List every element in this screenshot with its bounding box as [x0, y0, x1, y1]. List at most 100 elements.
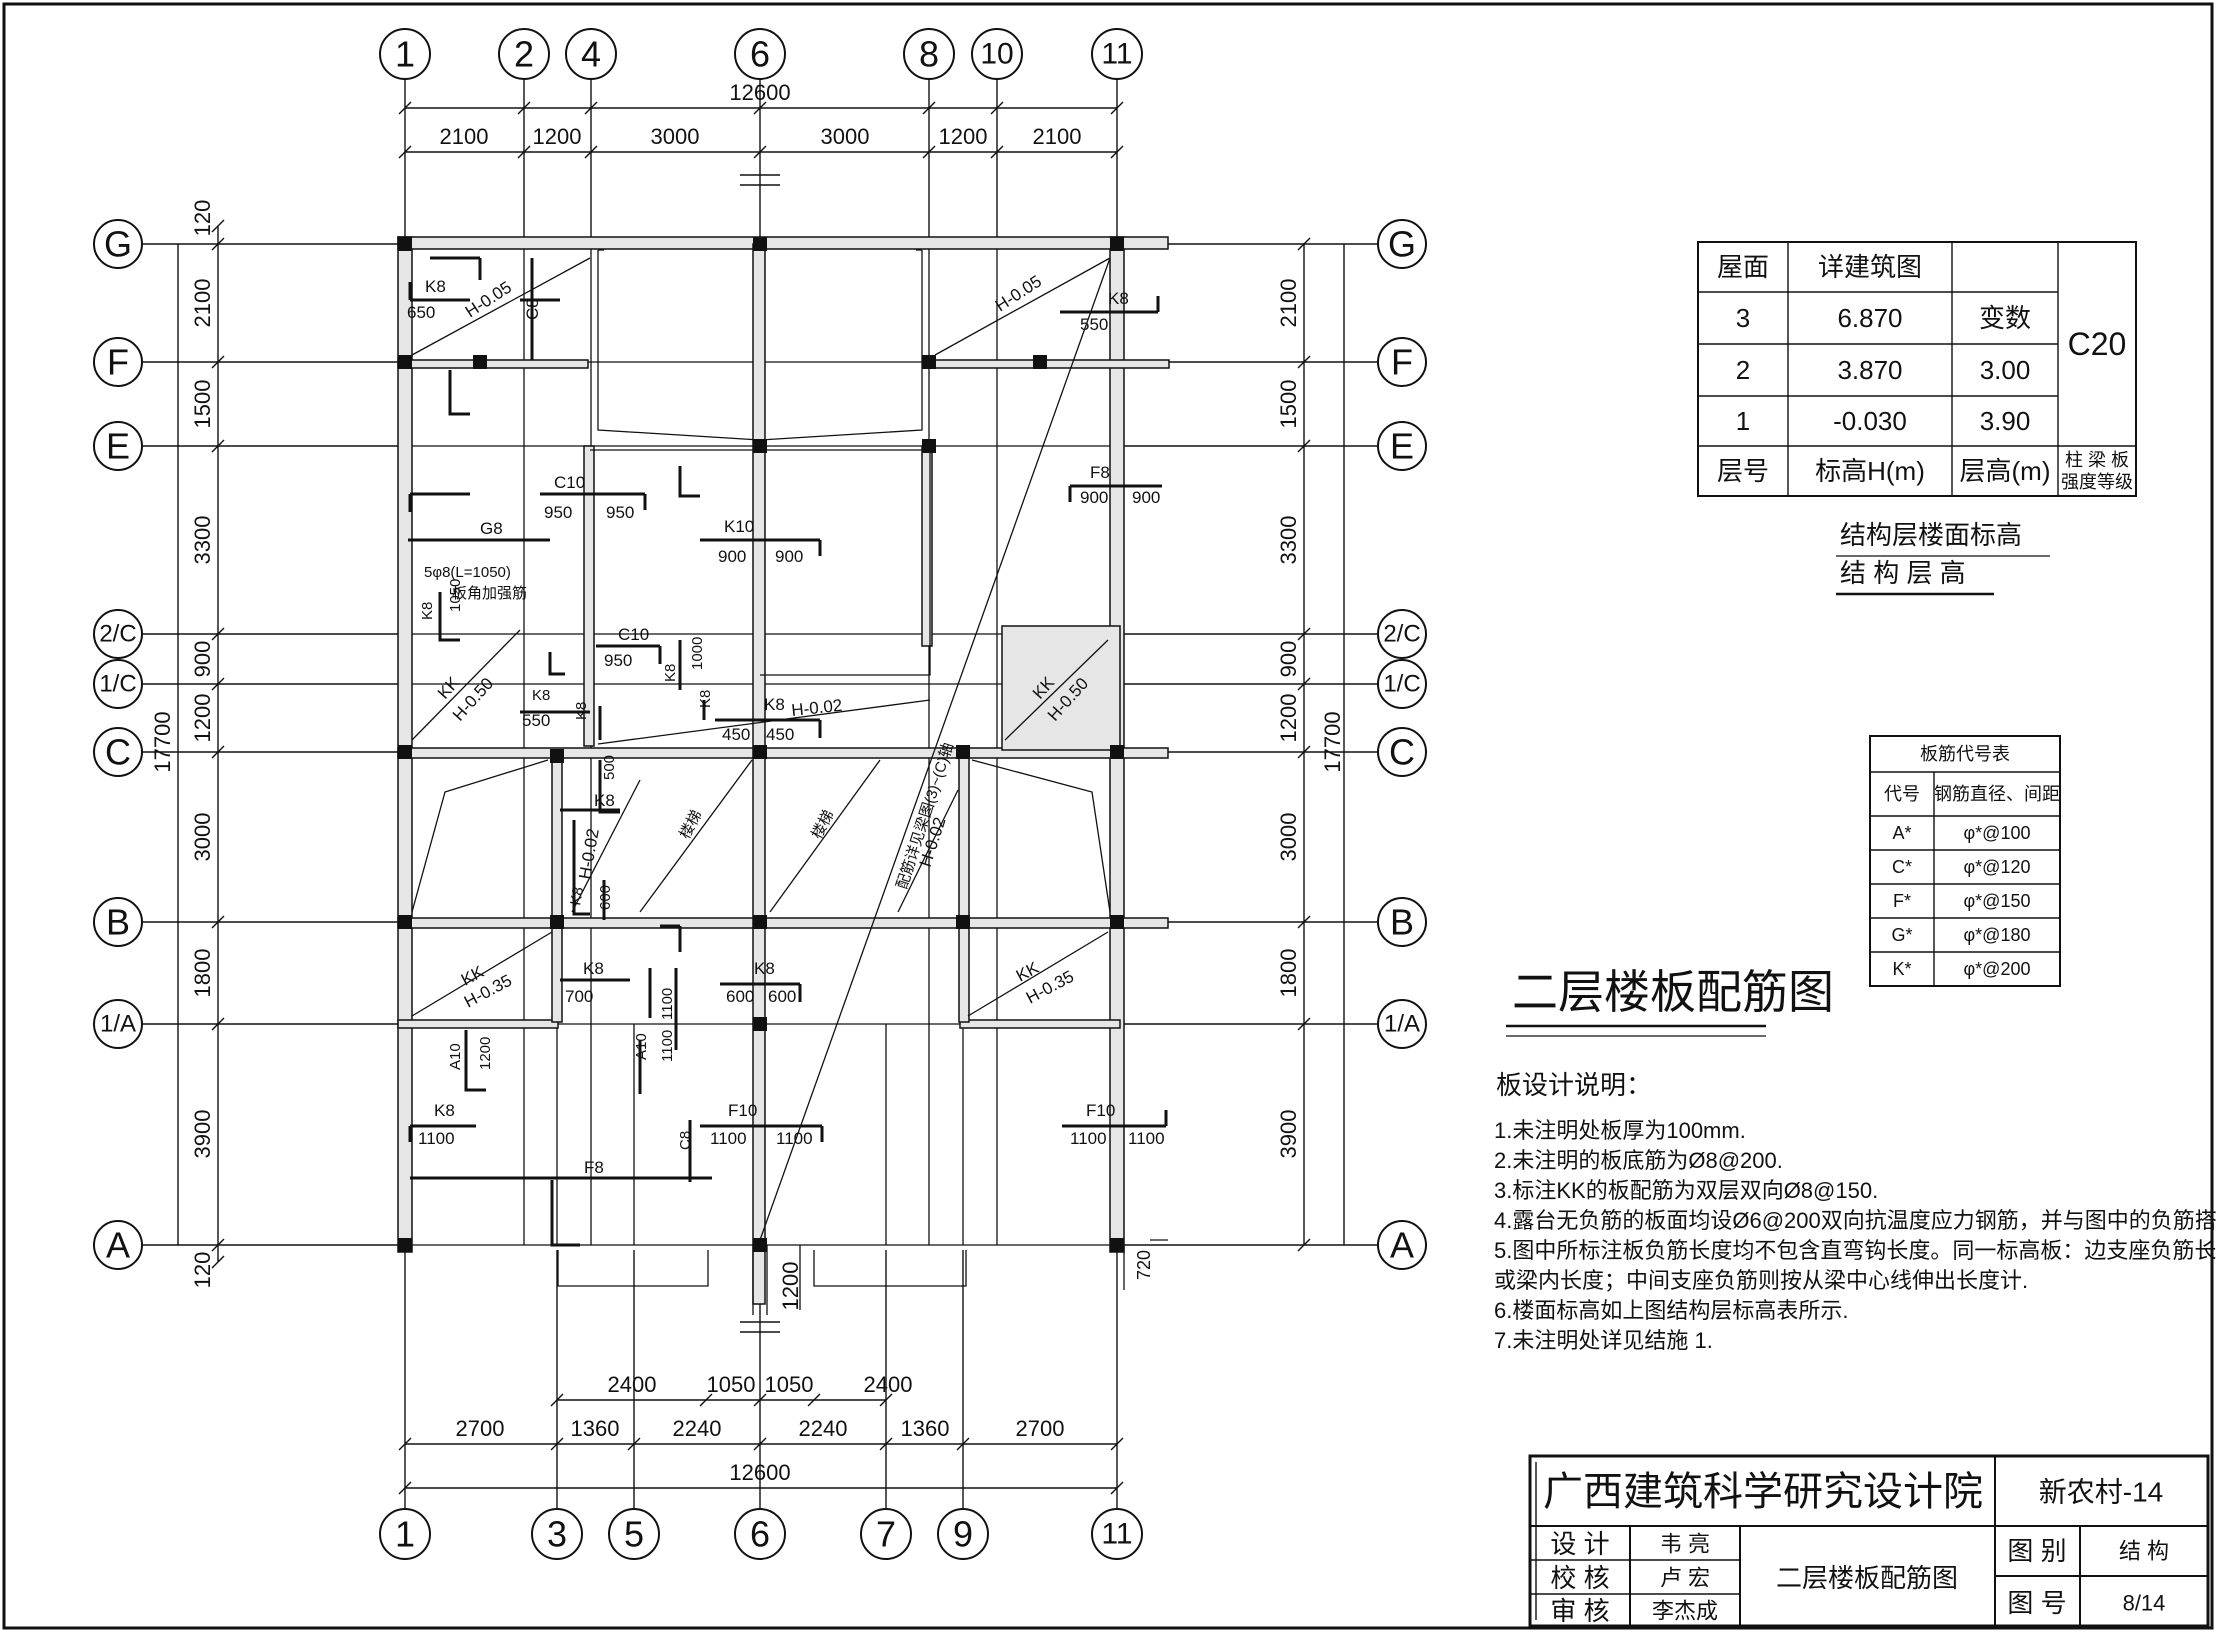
svg-text:550: 550 — [522, 711, 550, 730]
axis-bubble: 3 — [531, 1508, 583, 1560]
diagonal-line — [411, 629, 521, 741]
svg-text:900: 900 — [775, 547, 803, 566]
svg-text:1200: 1200 — [939, 124, 988, 149]
svg-text:柱 梁 板: 柱 梁 板 — [2065, 450, 2129, 470]
svg-text:A*: A* — [1892, 823, 1911, 843]
svg-text:1200: 1200 — [778, 1262, 803, 1311]
svg-text:K8: K8 — [567, 886, 587, 907]
svg-text:C*: C* — [1892, 857, 1912, 877]
svg-text:1100: 1100 — [1070, 1129, 1107, 1148]
axis-bubble: 1 — [379, 28, 431, 80]
outline — [411, 759, 549, 913]
svg-text:结 构 层 高: 结 构 层 高 — [1840, 558, 1966, 588]
svg-text:3.00: 3.00 — [1980, 355, 2031, 385]
svg-text:1800: 1800 — [190, 949, 215, 998]
rebar-mark — [598, 760, 620, 814]
rebar-mark — [464, 1030, 486, 1092]
dimensions-bottom: 2400 1050 1050 2400 2700 1360 2240 2240 … — [456, 1372, 1065, 1485]
svg-text:φ*@100: φ*@100 — [1964, 823, 2031, 843]
svg-text:图 别: 图 别 — [2007, 1536, 2066, 1566]
diagonal-line — [934, 257, 1111, 356]
svg-text:2100: 2100 — [190, 279, 215, 328]
svg-text:600: 600 — [768, 987, 796, 1006]
column — [398, 355, 412, 369]
svg-text:强度等级: 强度等级 — [2061, 472, 2133, 492]
svg-text:3900: 3900 — [1276, 1110, 1301, 1159]
axis-bubble: B — [1377, 897, 1427, 947]
dimension-tick — [398, 101, 412, 115]
diagonal-line — [411, 257, 591, 356]
axis-bubble: 5 — [608, 1508, 660, 1560]
svg-text:2100: 2100 — [1033, 124, 1082, 149]
dimension-tick — [879, 1393, 893, 1407]
svg-text:1100: 1100 — [418, 1129, 455, 1148]
svg-text:720: 720 — [1134, 1250, 1154, 1280]
svg-text:2/C: 2/C — [1383, 621, 1420, 648]
svg-text:1100: 1100 — [1128, 1129, 1165, 1148]
column — [753, 915, 767, 929]
svg-text:A10: A10 — [447, 1043, 464, 1070]
svg-text:A: A — [106, 1225, 130, 1266]
dimension-tick — [956, 1437, 970, 1451]
svg-text:900: 900 — [190, 641, 215, 678]
svg-text:K8: K8 — [419, 602, 436, 620]
column — [1110, 237, 1124, 251]
svg-text:5.图中所标注板负筋长度均不包含直弯钩长度。同一标高板：边支: 5.图中所标注板负筋长度均不包含直弯钩长度。同一标高板：边支座负筋长度均含伸入墙 — [1494, 1238, 2216, 1263]
dimension-tick — [753, 145, 767, 159]
diagonal-line — [597, 699, 931, 745]
svg-text:李杰成: 李杰成 — [1652, 1599, 1718, 1624]
svg-text:A: A — [1390, 1225, 1414, 1266]
svg-text:A10: A10 — [633, 1033, 650, 1060]
axis-bubbles-bottom: 1 3 5 6 7 9 11 — [379, 1508, 1143, 1560]
svg-text:F10: F10 — [728, 1101, 757, 1120]
svg-text:4.露台无负筋的板面均设Ø6@200双向抗温度应力钢筋，并与: 4.露台无负筋的板面均设Ø6@200双向抗温度应力钢筋，并与图中的负筋搭接300… — [1494, 1208, 2216, 1233]
dimension-tick — [1110, 145, 1124, 159]
svg-text:900: 900 — [1132, 488, 1160, 507]
svg-text:或梁内长度；中间支座负筋则按从梁中心线伸出长度计.: 或梁内长度；中间支座负筋则按从梁中心线伸出长度计. — [1494, 1268, 2028, 1293]
dimension-tick — [584, 101, 598, 115]
column — [753, 745, 767, 759]
svg-text:板角加强筋: 板角加强筋 — [452, 584, 527, 602]
dimensions-right: 2100 1500 3300 900 1200 3000 1800 3900 1… — [778, 279, 1345, 1311]
column — [473, 355, 487, 369]
axis-bubbles-left: G F E 2/C 1/C C B 1/A A — [93, 219, 143, 1270]
svg-text:3300: 3300 — [190, 516, 215, 565]
svg-text:2240: 2240 — [799, 1416, 848, 1441]
svg-text:8: 8 — [919, 34, 939, 75]
svg-text:φ*@200: φ*@200 — [1964, 959, 2031, 979]
svg-text:950: 950 — [544, 503, 572, 522]
axis-bubble: 1/C — [1377, 659, 1427, 709]
svg-text:φ*@150: φ*@150 — [1964, 891, 2031, 911]
stair-line — [769, 759, 881, 913]
svg-text:审 核: 审 核 — [1550, 1596, 1609, 1626]
wall — [397, 917, 1169, 929]
svg-text:5: 5 — [624, 1514, 644, 1555]
svg-text:1200: 1200 — [533, 124, 582, 149]
svg-text:G: G — [104, 224, 132, 265]
column — [1110, 1238, 1124, 1252]
svg-text:校 核: 校 核 — [1550, 1563, 1609, 1593]
axis-bubble: E — [93, 421, 143, 471]
axis-bubble: 1/A — [93, 999, 143, 1049]
axis-bubble: A — [93, 1220, 143, 1270]
svg-text:K8: K8 — [573, 702, 590, 720]
dimension-tick — [211, 1255, 225, 1269]
svg-text:650: 650 — [407, 303, 435, 322]
dimension-tick — [1297, 627, 1311, 641]
dimension-tick — [550, 1437, 564, 1451]
axis-bubble: 8 — [903, 28, 955, 80]
column — [1110, 915, 1124, 929]
wall — [583, 445, 595, 747]
dimension-tick — [753, 101, 767, 115]
svg-text:F8: F8 — [584, 1158, 604, 1177]
dimension-tick — [627, 1437, 641, 1451]
stair-line — [897, 789, 959, 913]
svg-text:17700: 17700 — [1320, 711, 1345, 772]
svg-text:1800: 1800 — [1276, 949, 1301, 998]
axis-bubble: 6 — [734, 28, 786, 80]
svg-text:设 计: 设 计 — [1550, 1529, 1609, 1559]
svg-text:120: 120 — [190, 200, 215, 237]
axis-bubble: 11 — [1091, 1508, 1143, 1560]
svg-text:1000: 1000 — [689, 637, 706, 670]
svg-text:C10: C10 — [618, 625, 649, 644]
